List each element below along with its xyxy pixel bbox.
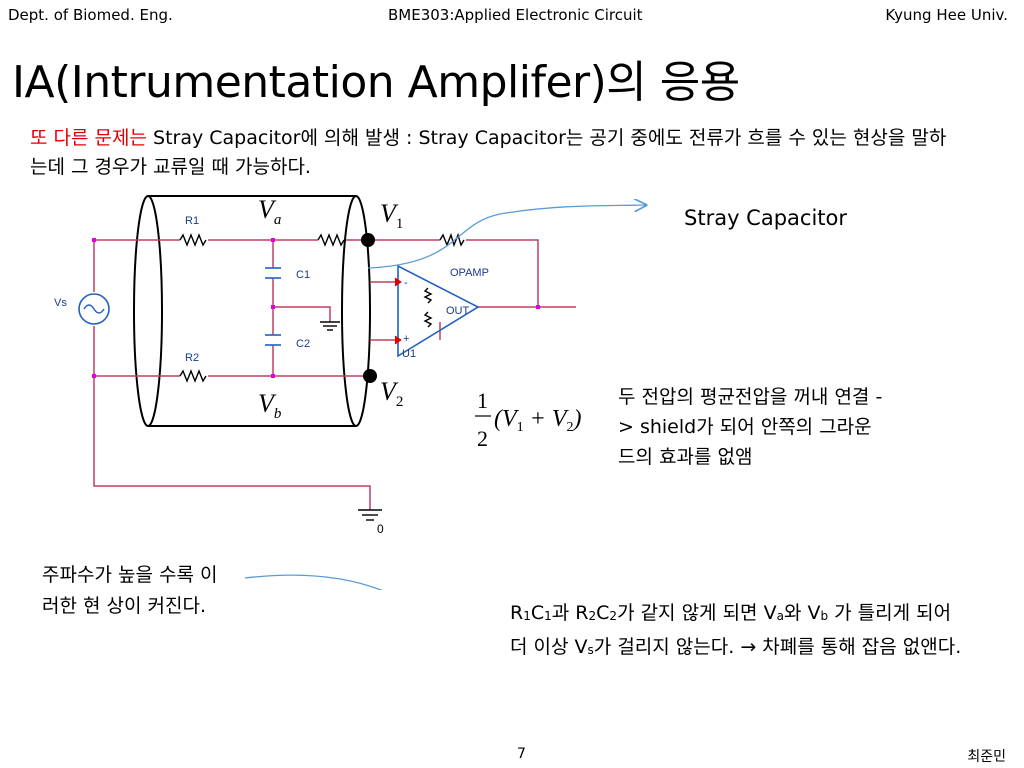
label-c1: C1 bbox=[296, 269, 310, 281]
circuit-wires bbox=[93, 239, 576, 510]
author-name: 최준민 bbox=[967, 749, 1006, 765]
formula-numerator: 1 bbox=[477, 388, 488, 413]
label-va: Va bbox=[258, 195, 281, 228]
intro-text: Stray Capacitor에 의해 발생 : Stray Capacitor… bbox=[30, 127, 947, 178]
capacitors bbox=[265, 267, 281, 346]
ground-icon bbox=[320, 321, 382, 521]
freq-arrow bbox=[244, 574, 383, 590]
label-u1: U1 bbox=[402, 348, 416, 360]
voltage-source-icon bbox=[78, 293, 110, 325]
formula-denominator: 2 bbox=[477, 426, 488, 451]
intro-paragraph: 또 다른 문제는 Stray Capacitor에 의해 발생 : Stray … bbox=[30, 124, 950, 182]
label-r2: R2 bbox=[185, 352, 199, 364]
formula-body: (V1 + V2) bbox=[494, 406, 582, 435]
label-minus: - bbox=[404, 277, 408, 289]
shield-cylinder bbox=[133, 195, 371, 427]
label-out: OUT bbox=[446, 305, 470, 317]
node-v1-dot bbox=[361, 233, 375, 247]
average-formula: 1 2 (V1 + V2) bbox=[475, 388, 582, 451]
shield-note: 두 전압의 평균전압을 꺼내 연결 -> shield가 되어 안쪽의 그라운드… bbox=[618, 386, 883, 468]
label-plus: + bbox=[403, 333, 409, 345]
rc-mismatch-note: R1C1과 R2C2가 같지 않게 되면 Va와 Vb 가 틀리게 되어 더 이… bbox=[510, 602, 962, 658]
header-department: Dept. of Biomed. Eng. bbox=[8, 6, 173, 24]
label-v2: V2 bbox=[380, 377, 403, 410]
circuit-diagram: R1 R2 C1 C2 Vs OPAMP OUT U1 - + 0 Va V1 … bbox=[54, 195, 1024, 590]
label-c2: C2 bbox=[296, 338, 310, 350]
label-ground-0: 0 bbox=[377, 522, 384, 536]
header-course: BME303:Applied Electronic Circuit bbox=[388, 6, 643, 24]
label-opamp: OPAMP bbox=[450, 267, 489, 279]
label-v1: V1 bbox=[380, 199, 403, 232]
opamp-symbol bbox=[394, 264, 480, 358]
frequency-note: 주파수가 높을 수록 이러한 현 상이 커진다. bbox=[42, 564, 218, 617]
label-vb: Vb bbox=[258, 389, 282, 422]
stray-capacitor-label: Stray Capacitor bbox=[684, 206, 847, 230]
page-number: 7 bbox=[517, 746, 526, 762]
stray-arrow bbox=[367, 205, 646, 269]
circuit-nodes bbox=[92, 238, 540, 378]
intro-highlight: 또 다른 문제는 bbox=[30, 127, 147, 149]
label-r1: R1 bbox=[185, 215, 199, 227]
label-vs: Vs bbox=[54, 297, 67, 309]
header-university: Kyung Hee Univ. bbox=[885, 6, 1008, 24]
slide-title: IA(Intrumentation Amplifer)의 응용 bbox=[12, 57, 740, 108]
resistors bbox=[179, 232, 465, 383]
node-v2-dot bbox=[363, 369, 377, 383]
